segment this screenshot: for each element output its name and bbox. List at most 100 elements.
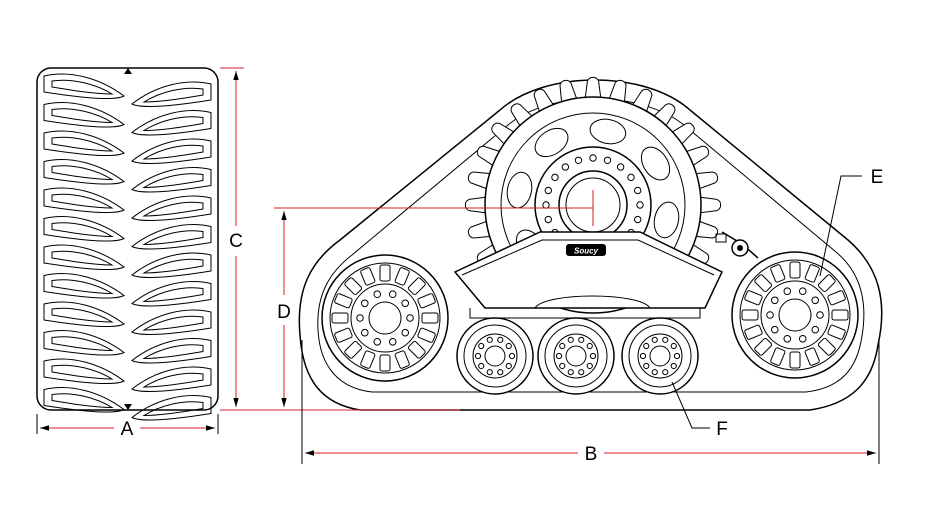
sprocket-window: [534, 127, 569, 158]
sprocket-tooth: [693, 171, 719, 190]
wheel-lug-bolt: [798, 287, 807, 296]
wheel-spoke-slot: [417, 327, 436, 343]
tread-lug-left-inner: [51, 79, 114, 95]
front-idler-wheel: [321, 254, 449, 382]
wheel-spoke-slot: [344, 340, 363, 359]
wheel-spoke-slot: [360, 267, 376, 286]
sprocket-bolt: [616, 163, 625, 171]
tensioner-assembly: [715, 231, 759, 259]
bogie-rim: [628, 324, 692, 388]
sprocket-bolt: [633, 215, 642, 224]
leader-e: [819, 175, 862, 277]
tread-lug-left-inner: [51, 393, 114, 409]
tread-lug-left-inner: [51, 108, 114, 124]
wheel-lug-bolt: [388, 290, 397, 299]
sprocket-tooth: [464, 196, 488, 214]
wheel-lug-bolt: [811, 325, 820, 334]
tread-lug-left-inner: [51, 165, 114, 181]
sprocket-bolt: [574, 156, 583, 165]
sprocket-tooth: [608, 79, 627, 105]
rear-idler-wheel: [731, 251, 859, 379]
bogie-tire: [621, 317, 699, 395]
tread-lug-right: [131, 224, 212, 250]
dim-label-f: F: [716, 419, 728, 440]
wheel-spoke-slot: [741, 309, 759, 321]
bogie-lug-bolt: [589, 352, 597, 360]
bogie-hub-ring: [472, 333, 518, 379]
sprocket-tooth: [467, 171, 493, 190]
wheel-spoke-slot: [804, 264, 820, 283]
tread-lug-left: [43, 187, 125, 214]
wheel-spoke-slot: [754, 274, 773, 293]
bogie-lug-bolt: [643, 362, 650, 370]
tread-lug-left: [43, 130, 125, 157]
wheel-spoke-slot: [379, 264, 391, 282]
wheel-lug-bolt: [401, 328, 410, 337]
bogie-lug-bolt: [478, 342, 485, 350]
sprocket-bolt: [544, 186, 553, 195]
bogie-lug-bolt: [567, 336, 574, 343]
dim-label-d: D: [277, 302, 291, 323]
wheel-spoke-slot: [744, 324, 763, 340]
wheel-spoke-slot: [344, 277, 363, 296]
tread-lug-left: [43, 273, 125, 299]
tread-lug-left: [43, 159, 125, 185]
wheel-spoke-slot: [817, 274, 836, 293]
tread-lug-right: [131, 281, 212, 307]
bogie-lug-bolt: [586, 362, 593, 370]
wheel-hub-ring: [350, 283, 420, 353]
sprocket-tooth: [698, 196, 722, 214]
tread-lug-right: [131, 252, 212, 279]
wheel-spoke-slot: [407, 340, 426, 359]
bogie-lug-bolt: [505, 362, 512, 370]
wheel-spoke-slot: [334, 293, 353, 309]
sprocket-bolt: [544, 215, 553, 224]
tread-lugs: [43, 73, 212, 421]
track-frame: Soucy: [453, 231, 723, 319]
tread-lug-right-inner: [142, 173, 204, 189]
tread-lug-left-inner: [51, 279, 114, 295]
bogie-lug-bolt: [497, 336, 504, 343]
tread-lug-right-inner: [142, 201, 204, 217]
track-side-view: Soucy: [298, 76, 883, 411]
bogie-lug-bolt: [651, 369, 658, 376]
wheel-lug-bolt: [766, 311, 774, 319]
bogie-hub-ring: [637, 333, 683, 379]
wheel-lug-bolt: [401, 299, 410, 308]
bogie-lug-bolt: [662, 336, 669, 343]
bogie-lug-bolt: [643, 342, 650, 350]
track-belt-inner: [317, 98, 865, 393]
tread-lug-right-inner: [142, 230, 204, 246]
wheel-lug-bolt: [783, 334, 792, 343]
tensioner-pivot-pin: [737, 245, 743, 251]
wheel-spoke-slot: [754, 337, 773, 356]
bogie-lug-bolt: [673, 352, 681, 360]
bogie-tire: [456, 317, 534, 395]
track-tread-front-view: [36, 67, 219, 421]
bogie-center-cap: [649, 345, 671, 367]
wheel-spoke-slot: [827, 290, 846, 306]
frame-slot: [534, 295, 651, 309]
bogie-lug-bolt: [486, 369, 493, 376]
wheel-spoke-slot: [394, 267, 410, 286]
tread-lug-left: [43, 358, 125, 385]
wheel-spoke-slot: [379, 354, 391, 372]
tread-lug-right-inner: [142, 287, 204, 303]
sprocket-tooth: [559, 79, 578, 105]
tread-lug-right-inner: [142, 401, 204, 417]
sprocket-bolt: [627, 173, 635, 182]
tread-lug-left: [43, 102, 125, 128]
wheel-spoke-slot: [417, 293, 436, 309]
tread-lug-left-inner: [51, 364, 114, 380]
bogie-hub-ring: [553, 333, 599, 379]
tread-lug-right: [131, 366, 212, 393]
sprocket-bolt: [603, 156, 612, 165]
bogie-lug-bolt: [474, 352, 482, 360]
wheel-spoke-slot: [831, 309, 849, 321]
wheel-lug-bolt: [360, 328, 369, 337]
bogie-lug-bolt: [670, 342, 677, 350]
wheel-spoke-slot: [421, 312, 439, 324]
sprocket-bolt: [633, 186, 642, 195]
wheel-spoke-slot: [331, 312, 349, 324]
